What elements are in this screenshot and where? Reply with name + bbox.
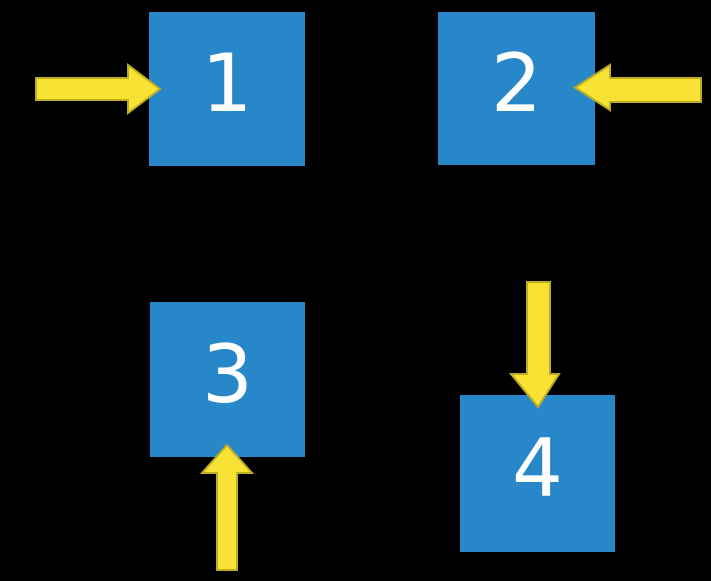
box-4[interactable]: 4	[460, 395, 615, 552]
box-2-label: 2	[491, 36, 542, 130]
box-1[interactable]: 1	[149, 12, 305, 166]
box-3[interactable]: 3	[150, 302, 305, 457]
arrow-up-icon[interactable]	[199, 443, 255, 571]
arrow-down-icon[interactable]	[508, 281, 561, 409]
box-4-label: 4	[512, 421, 563, 515]
box-3-label: 3	[202, 327, 253, 421]
box-1-label: 1	[201, 37, 253, 130]
arrow-right-icon[interactable]	[35, 63, 162, 115]
box-2[interactable]: 2	[438, 12, 595, 165]
arrow-left-icon[interactable]	[573, 63, 702, 112]
